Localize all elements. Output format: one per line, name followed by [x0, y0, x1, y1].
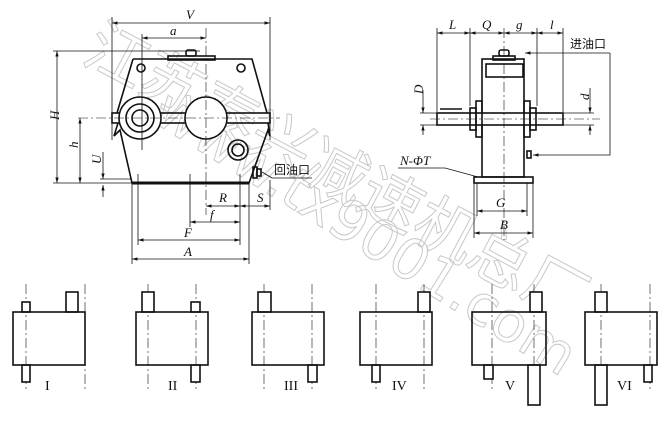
dim-h: h [66, 142, 81, 149]
shaft-top [417, 291, 431, 313]
shaft-bottom [527, 364, 541, 406]
base-plate [473, 176, 534, 184]
dim-H: H [47, 110, 62, 121]
dim-G: G [496, 195, 506, 210]
shaft-bottom [190, 364, 201, 383]
shaft-bottom [643, 364, 653, 383]
assembly-type-label: I [45, 379, 50, 394]
watermark-company: 江苏泰兴减速机总厂 [73, 9, 600, 335]
shaft-top [257, 291, 272, 313]
dim-d: d [577, 93, 592, 100]
dim-a: a [170, 23, 177, 38]
dim-l: l [550, 17, 554, 32]
dim-L: L [448, 17, 456, 32]
dim-B: B [500, 217, 508, 232]
watermark: 江苏泰兴减速机总厂 www.tx9001.com [72, 8, 600, 389]
output-bearing [227, 139, 249, 161]
shaft-top [65, 291, 79, 313]
lifting-hole-right [236, 63, 246, 73]
dim-R: R [218, 190, 227, 205]
breather-knob [185, 49, 197, 57]
dim-V: V [186, 7, 196, 22]
assembly-type-label: VI [617, 379, 632, 394]
assembly-type-3: III [251, 284, 325, 394]
side-view: L Q g l D d G B 进油口 N-ΦT [398, 17, 611, 240]
dim-Q: Q [482, 17, 492, 32]
front-view: 回油口 V a H h U R S f F [47, 7, 312, 264]
dim-S: S [257, 190, 264, 205]
housing-box [359, 311, 433, 366]
shaft-bottom [483, 364, 494, 380]
dim-A: A [183, 244, 192, 259]
housing-box [135, 311, 209, 366]
assembly-type-6: VI [584, 284, 658, 406]
lifting-hole-left [136, 63, 146, 73]
assembly-type-label: IV [392, 379, 407, 394]
shaft-bottom [594, 364, 608, 406]
housing-box [12, 311, 86, 366]
assembly-type-label: III [284, 379, 298, 394]
assembly-type-label: V [505, 379, 515, 394]
housing-box [584, 311, 658, 366]
dim-f: f [210, 207, 216, 222]
dim-D: D [411, 84, 426, 95]
oil-return-label: 回油口 [274, 163, 310, 177]
top-cover [485, 63, 524, 78]
oil-inlet-plug [526, 150, 532, 159]
assembly-type-2: II [135, 284, 209, 394]
assembly-type-label: II [168, 379, 178, 394]
assembly-type-4: IV [359, 284, 433, 394]
dim-g: g [516, 17, 523, 32]
shaft-bottom [21, 364, 31, 383]
housing-box [251, 311, 325, 366]
assembly-type-5: V [471, 284, 547, 406]
dim-F: F [183, 225, 193, 240]
oil-return-plug-head [256, 168, 262, 177]
shaft-top [21, 301, 31, 313]
housing-box [471, 311, 547, 366]
shaft-top [529, 291, 543, 313]
oil-inlet-label: 进油口 [570, 37, 606, 51]
shaft-bottom [307, 364, 318, 383]
shaft-top [141, 291, 155, 313]
bolt-spec-label: N-ΦT [399, 153, 431, 168]
shaft-top [190, 301, 201, 313]
housing-upper [116, 58, 268, 114]
shaft-top [594, 291, 608, 313]
shaft-bottom [371, 364, 381, 383]
assembly-type-1: I [12, 284, 86, 394]
dim-U: U [89, 153, 104, 164]
output-shaft [231, 143, 245, 157]
